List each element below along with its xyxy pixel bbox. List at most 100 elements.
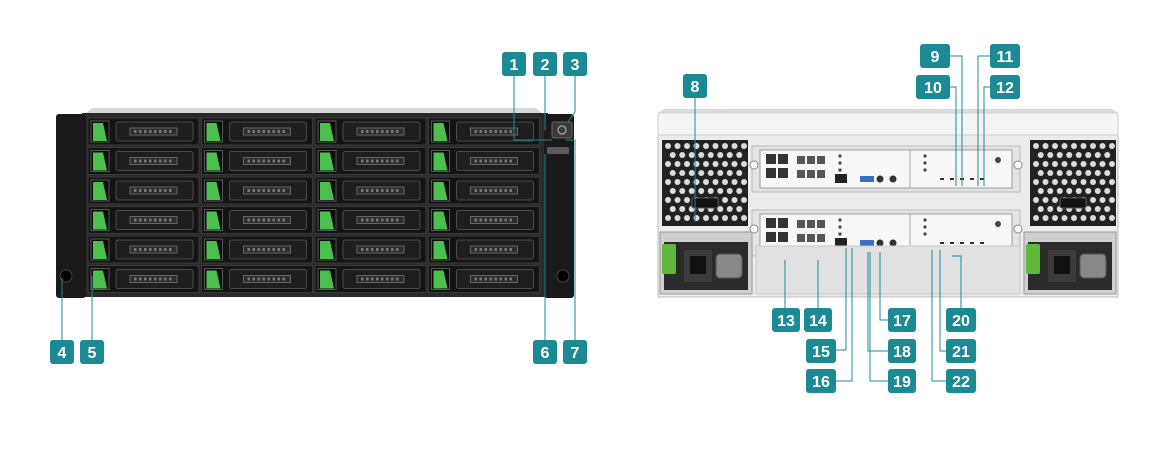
drive-led-icon xyxy=(206,211,221,230)
sfp-port-icon[interactable] xyxy=(797,234,805,242)
drive-led-icon xyxy=(320,123,334,141)
sfp-port-icon[interactable] xyxy=(797,170,805,178)
rear-chassis-lid xyxy=(658,109,1118,113)
drive-bay-r3-c1[interactable] xyxy=(87,176,200,205)
drive-led-icon xyxy=(433,270,448,289)
rear-blank-panel xyxy=(755,245,1021,295)
serial-port-icon[interactable] xyxy=(876,175,884,183)
ethernet-port-icon[interactable] xyxy=(778,168,788,178)
drive-bay-r6-c1[interactable] xyxy=(87,265,200,293)
drive-led-icon xyxy=(93,152,107,171)
drive-bay-r4-c4[interactable] xyxy=(428,206,540,234)
drive-led-icon xyxy=(93,182,107,200)
svg-text:14: 14 xyxy=(809,313,827,330)
drive-led-icon xyxy=(320,152,334,171)
drive-led-icon xyxy=(93,270,107,289)
sfp-port-icon[interactable] xyxy=(817,156,825,164)
serial-port-icon[interactable] xyxy=(876,239,884,247)
psu-left xyxy=(659,231,753,295)
drive-bay-r5-c3[interactable] xyxy=(314,235,427,264)
drive-bay-r2-c1[interactable] xyxy=(87,147,200,175)
psu-right-lever[interactable] xyxy=(1026,244,1040,274)
svg-text:20: 20 xyxy=(952,313,970,330)
sfp-port-icon[interactable] xyxy=(807,156,815,164)
psu-right-handle[interactable] xyxy=(1079,253,1107,279)
callout-18: 18 xyxy=(888,339,916,363)
drive-bay-r3-c4[interactable] xyxy=(428,176,540,205)
drive-bay-r2-c2[interactable] xyxy=(201,147,313,175)
drive-bay-r4-c3[interactable] xyxy=(314,206,427,234)
usb-port-icon[interactable] xyxy=(860,240,874,246)
callout-21: 21 xyxy=(946,339,976,363)
ethernet-port-icon[interactable] xyxy=(778,218,788,228)
sfp-port-icon[interactable] xyxy=(797,156,805,164)
svg-text:6: 6 xyxy=(541,345,550,362)
drive-bay-r2-c4[interactable] xyxy=(428,147,540,175)
ethernet-port-icon[interactable] xyxy=(766,218,776,228)
callout-9: 9 xyxy=(920,44,950,68)
drive-led-icon xyxy=(433,241,448,259)
drive-bay-r6-c2[interactable] xyxy=(201,265,313,293)
sfp-port-icon[interactable] xyxy=(807,234,815,242)
ethernet-port-icon[interactable] xyxy=(766,168,776,178)
reset-button-icon[interactable] xyxy=(889,175,897,183)
drive-bay-r1-c1[interactable] xyxy=(87,117,200,146)
front-chassis-lid xyxy=(86,108,542,113)
leader-lines xyxy=(61,55,990,382)
svg-text:11: 11 xyxy=(997,49,1014,66)
drive-bay-r4-c2[interactable] xyxy=(201,206,313,234)
right-fan-handle[interactable] xyxy=(1059,197,1087,209)
callout-22: 22 xyxy=(946,369,976,393)
drive-bay-r1-c2[interactable] xyxy=(201,117,313,146)
drive-bay-r1-c3[interactable] xyxy=(314,117,427,146)
drive-bay-r3-c3[interactable] xyxy=(314,176,427,205)
svg-text:3: 3 xyxy=(571,57,580,74)
ethernet-port-icon[interactable] xyxy=(778,232,788,242)
left-fan-handle[interactable] xyxy=(691,197,719,209)
drive-led-icon xyxy=(206,152,221,171)
svg-text:22: 22 xyxy=(952,374,970,391)
status-led-icon xyxy=(960,242,964,244)
svg-text:5: 5 xyxy=(88,345,97,362)
drive-led-icon xyxy=(320,241,334,259)
sfp-port-icon[interactable] xyxy=(807,220,815,228)
drive-bay-r1-c4[interactable] xyxy=(428,117,540,146)
drive-bay-r5-c2[interactable] xyxy=(201,235,313,264)
sfp-port-icon[interactable] xyxy=(817,234,825,242)
power-button[interactable] xyxy=(551,121,573,139)
status-led-icon xyxy=(950,178,954,180)
sfp-port-icon[interactable] xyxy=(817,170,825,178)
psu-left-handle[interactable] xyxy=(715,253,743,279)
drive-bay-r2-c3[interactable] xyxy=(314,147,427,175)
power-icon xyxy=(557,125,567,135)
drive-led-icon xyxy=(433,182,448,200)
psu-left-lever[interactable] xyxy=(662,244,676,274)
svg-text:16: 16 xyxy=(812,374,830,391)
drive-bay-r4-c1[interactable] xyxy=(87,206,200,234)
left-fan-holes xyxy=(665,143,747,221)
drive-bay-r5-c1[interactable] xyxy=(87,235,200,264)
drive-bay-r5-c4[interactable] xyxy=(428,235,540,264)
callout-6: 6 xyxy=(533,340,557,364)
mgmt-port-icon[interactable] xyxy=(835,238,847,247)
ethernet-port-icon[interactable] xyxy=(766,232,776,242)
drive-led-icon xyxy=(320,270,334,289)
sfp-port-icon[interactable] xyxy=(817,220,825,228)
mgmt-port-icon[interactable] xyxy=(835,174,847,183)
drive-bays xyxy=(87,117,540,293)
right-rack-ear xyxy=(544,114,574,298)
drive-bay-r3-c2[interactable] xyxy=(201,176,313,205)
callout-1: 1 xyxy=(502,52,526,76)
left-rack-ear xyxy=(56,114,86,298)
ethernet-port-icon[interactable] xyxy=(778,154,788,164)
sfp-port-icon[interactable] xyxy=(797,220,805,228)
drive-bay-r6-c3[interactable] xyxy=(314,265,427,293)
svg-text:21: 21 xyxy=(952,344,970,361)
reset-button-icon[interactable] xyxy=(889,239,897,247)
svg-text:9: 9 xyxy=(931,49,940,66)
drive-bay-r6-c4[interactable] xyxy=(428,265,540,293)
ethernet-port-icon[interactable] xyxy=(766,154,776,164)
callout-14: 14 xyxy=(804,308,832,332)
sfp-port-icon[interactable] xyxy=(807,170,815,178)
usb-port-icon[interactable] xyxy=(860,176,874,182)
